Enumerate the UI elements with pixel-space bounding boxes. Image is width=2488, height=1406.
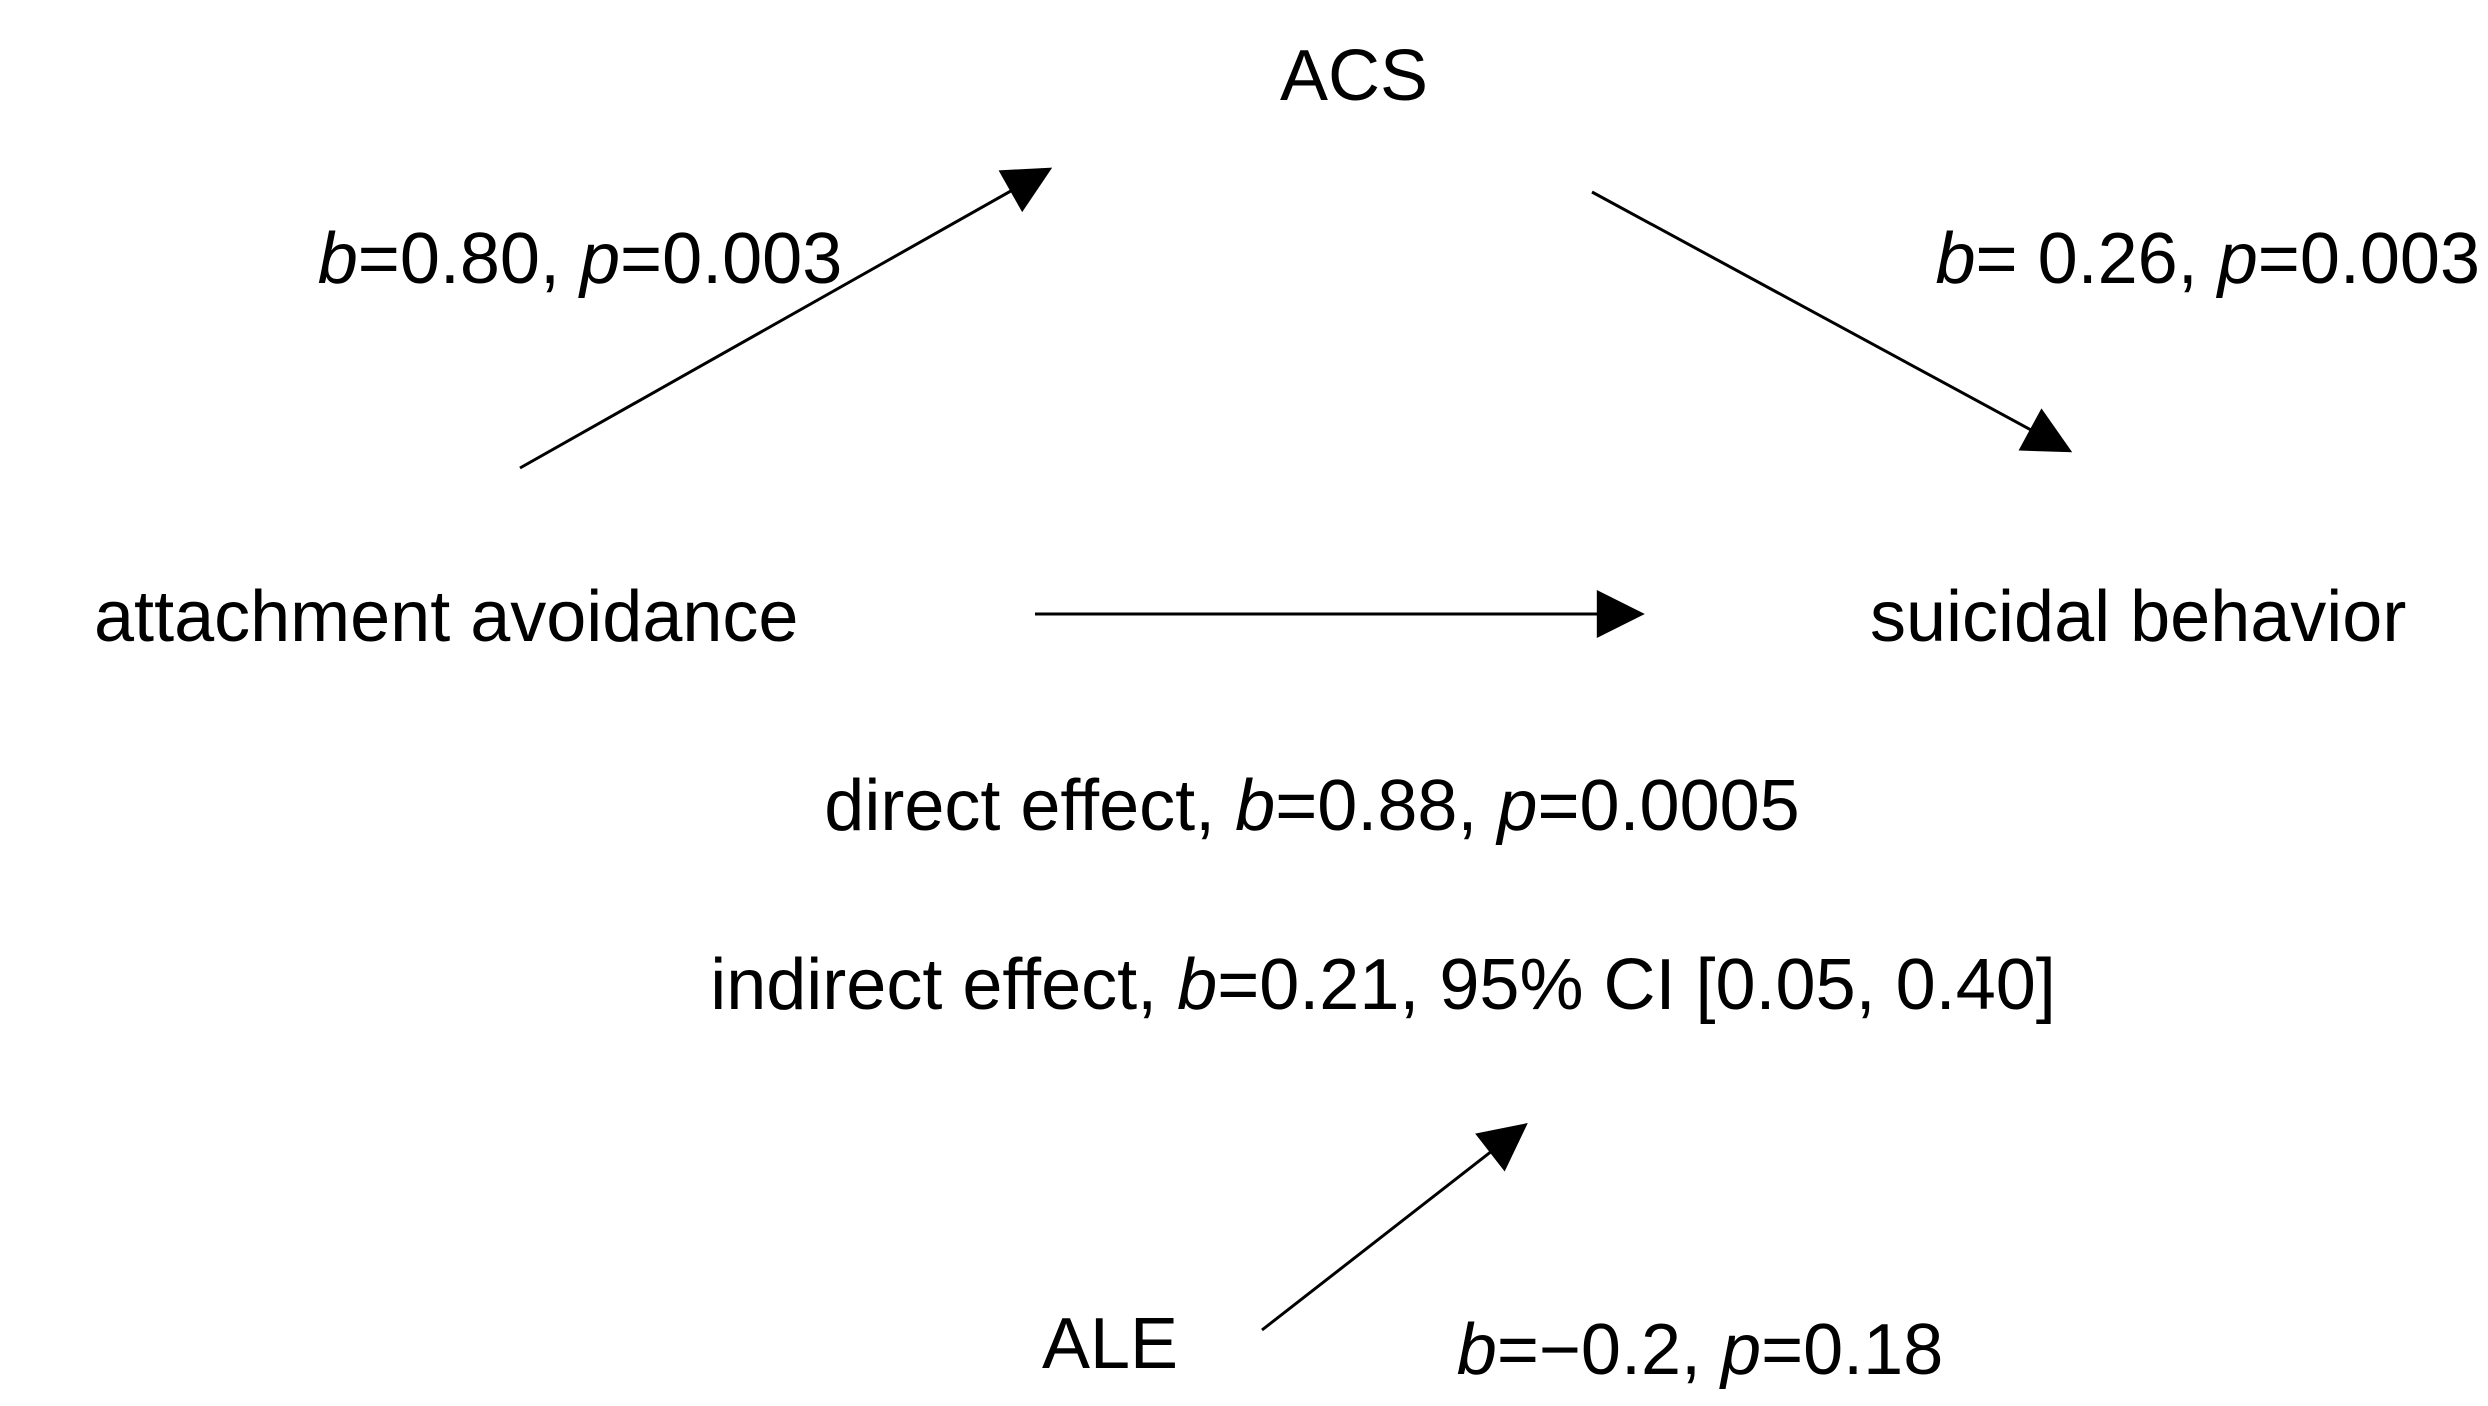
node-mediator-acs: ACS — [1204, 0, 1428, 184]
path-a-coefficient-label: b=0.80, p=0.003 — [238, 151, 843, 367]
arrow-mediator-to-outcome — [1591, 190, 2073, 453]
b-symbol: b — [1456, 1310, 1497, 1390]
b-symbol: b — [1177, 945, 1218, 1025]
p-symbol: p — [2217, 219, 2258, 299]
p-value: =0.003 — [620, 219, 843, 299]
ale-coefficient-label: b=−0.2, p=0.18 — [1377, 1242, 1944, 1406]
node-label: ACS — [1280, 36, 1429, 116]
p-value: =0.003 — [2257, 219, 2480, 299]
node-label: suicidal behavior — [1870, 577, 2407, 657]
b-value: =0.80, — [357, 219, 580, 299]
node-predictor-attachment-avoidance: attachment avoidance — [14, 509, 798, 725]
label-prefix: direct effect, — [824, 766, 1236, 846]
node-label: ALE — [1041, 1304, 1179, 1384]
path-b-coefficient-label: b= 0.26, p=0.003 — [1855, 151, 2480, 367]
b-value: =−0.2, — [1496, 1310, 1722, 1390]
b-value: = 0.26, — [1975, 219, 2218, 299]
b-symbol: b — [1235, 766, 1276, 846]
indirect-effect-label: indirect effect, b=0.21, 95% CI [0.05, 0… — [630, 877, 2056, 1093]
label-prefix: indirect effect, — [710, 945, 1178, 1025]
p-symbol: p — [1721, 1310, 1762, 1390]
direct-effect-label: direct effect, b=0.88, p=0.0005 — [744, 698, 1799, 914]
arrow-ale-to-indirect — [1261, 1123, 1528, 1332]
node-covariate-ale: ALE — [966, 1236, 1178, 1406]
p-value: =0.0005 — [1537, 766, 1800, 846]
p-symbol: p — [1497, 766, 1538, 846]
b-value: =0.88, — [1275, 766, 1498, 846]
b-symbol: b — [317, 219, 358, 299]
node-outcome-suicidal-behavior: suicidal behavior — [1790, 509, 2406, 725]
p-symbol: p — [579, 219, 621, 299]
p-value: =0.18 — [1761, 1310, 1944, 1390]
b-value: =0.21, 95% CI [0.05, 0.40] — [1217, 945, 2056, 1025]
node-label: attachment avoidance — [94, 577, 799, 657]
b-symbol: b — [1935, 219, 1976, 299]
arrow-predictor-to-mediator — [519, 167, 1053, 470]
